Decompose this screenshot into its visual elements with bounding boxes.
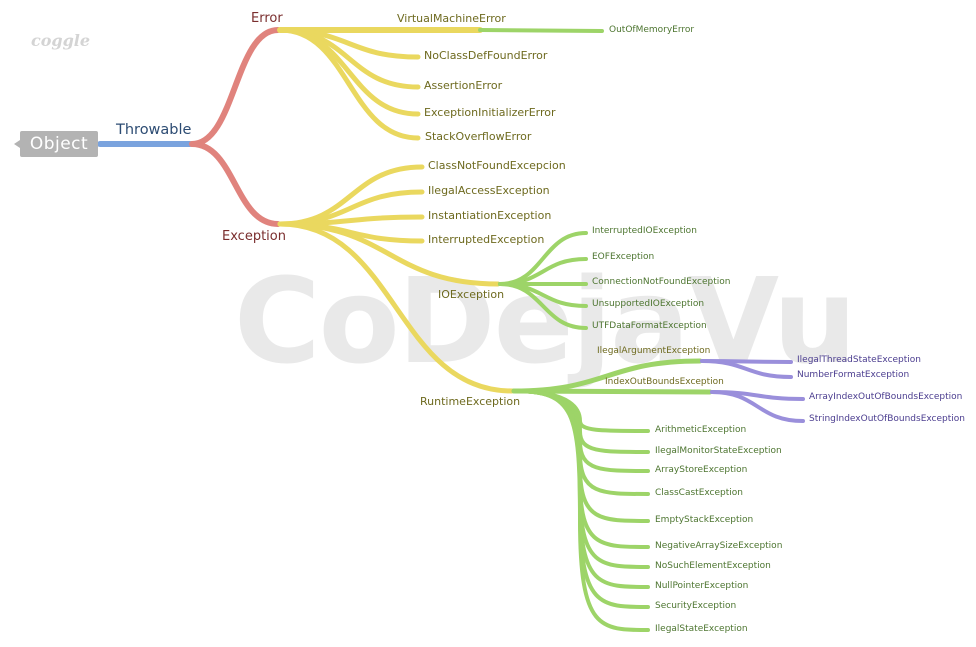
node-ilegal-thread-state-exception[interactable]: IlegalThreadStateException — [797, 355, 922, 365]
node-exception[interactable]: Exception — [222, 229, 286, 244]
node-interrupted-exception[interactable]: InterruptedException — [428, 233, 545, 246]
link-error-stack-overflow-error — [277, 27, 421, 141]
link-throwable-exception — [189, 141, 281, 227]
node-out-of-memory-error[interactable]: OutOfMemoryError — [609, 25, 695, 35]
node-throwable[interactable]: Throwable — [116, 121, 192, 138]
link-throwable-error — [189, 27, 281, 147]
node-index-out-bounds-exception[interactable]: IndexOutBoundsException — [605, 377, 724, 387]
node-error[interactable]: Error — [251, 11, 283, 26]
link-illegal-argument-number-format-exception — [700, 359, 793, 379]
link-vm-out-of-memory — [478, 28, 604, 33]
link-exception-io — [277, 221, 501, 287]
node-number-format-exception[interactable]: NumberFormatException — [797, 370, 910, 380]
node-string-index-out-of-bounds-exception[interactable]: StringIndexOutOfBoundsException — [809, 414, 965, 424]
node-assertion-error[interactable]: AssertionError — [424, 79, 503, 92]
root-collapse-notch[interactable] — [14, 140, 20, 148]
node-negative-array-size-exception[interactable]: NegativeArraySizeException — [655, 541, 783, 551]
link-io-utf-data-format-exception — [498, 282, 588, 330]
node-interrupted-io-exception[interactable]: InterruptedIOException — [592, 226, 697, 236]
coggle-logo: coggle — [31, 31, 91, 50]
node-runtime-exception[interactable]: RuntimeException — [420, 395, 521, 408]
node-array-store-exception[interactable]: ArrayStoreException — [655, 465, 748, 475]
link-runtime-ilegal-state-exception — [512, 389, 650, 632]
node-ilegal-state-exception[interactable]: IlegalStateException — [655, 624, 748, 634]
node-stack-overflow-error[interactable]: StackOverflowError — [425, 130, 532, 143]
node-class-cast-exception[interactable]: ClassCastException — [655, 488, 743, 498]
node-array-index-out-of-bounds-exception[interactable]: ArrayIndexOutOfBoundsException — [809, 392, 963, 402]
link-exception-runtime — [277, 221, 515, 394]
node-utf-data-format-exception[interactable]: UTFDataFormatException — [592, 321, 707, 331]
node-virtual-machine-error[interactable]: VirtualMachineError — [397, 12, 506, 25]
root-node-box[interactable] — [20, 131, 98, 157]
node-null-pointer-exception[interactable]: NullPointerException — [655, 581, 749, 591]
node-illegal-argument-exception[interactable]: IlegalArgumentException — [597, 346, 711, 356]
node-ilegal-access-exception[interactable]: IlegalAccessException — [428, 184, 550, 197]
node-no-class-def-found-error[interactable]: NoClassDefFoundError — [424, 49, 548, 62]
node-arithmetic-exception[interactable]: ArithmeticException — [655, 425, 747, 435]
root-node-label[interactable]: Object — [29, 134, 89, 154]
node-instantiation-exception[interactable]: InstantiationException — [428, 209, 552, 222]
link-runtime-index-out-bounds — [511, 388, 713, 395]
node-io-exception[interactable]: IOException — [438, 288, 505, 301]
node-empty-stack-exception[interactable]: EmptyStackException — [655, 515, 754, 525]
node-security-exception[interactable]: SecurityException — [655, 601, 737, 611]
node-class-not-found-excepcion[interactable]: ClassNotFoundExcepcion — [428, 159, 566, 172]
node-ilegal-monitor-state-exception[interactable]: IlegalMonitorStateException — [655, 446, 782, 456]
node-eof-exception[interactable]: EOFException — [592, 252, 655, 262]
node-no-such-element-exception[interactable]: NoSuchElementException — [655, 561, 771, 571]
node-connection-not-found-exception[interactable]: ConnectionNotFoundException — [592, 277, 731, 287]
node-exception-initializer-error[interactable]: ExceptionInitializerError — [424, 106, 556, 119]
node-unsupported-io-exception[interactable]: UnsupportedIOException — [592, 299, 705, 309]
link-index-out-bounds-string-index-out-of-bounds-exception — [710, 390, 805, 423]
